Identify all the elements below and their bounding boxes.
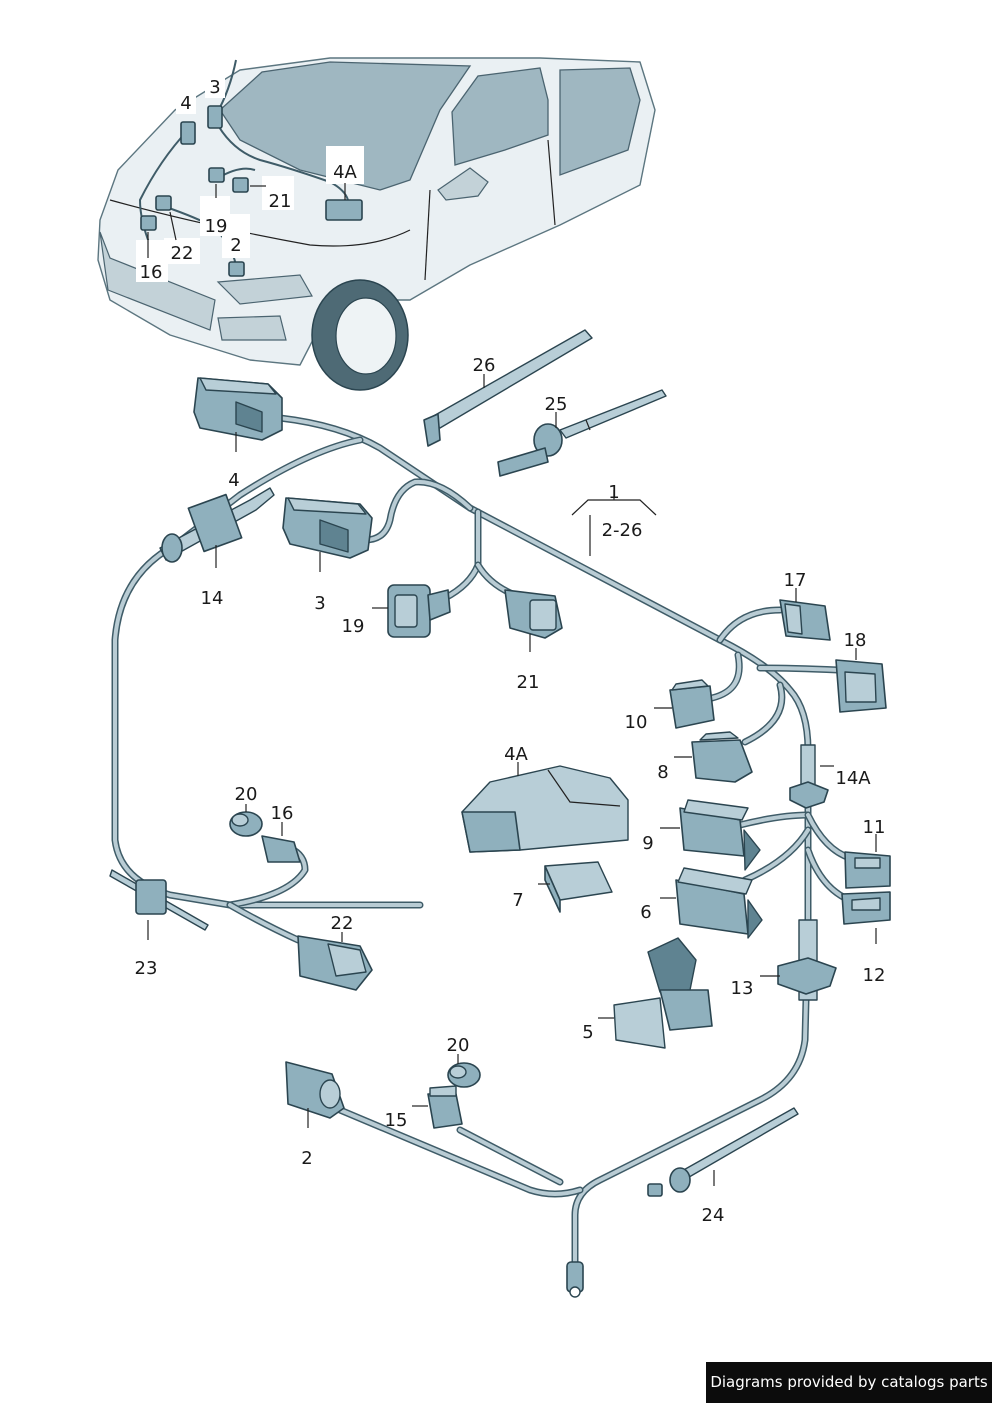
clip-25-icon: [497, 389, 667, 477]
connector-3-icon: [282, 497, 373, 559]
relay-block-6-icon: [675, 867, 763, 939]
label-26: 26: [473, 355, 496, 376]
car-part-4A-icon: [325, 199, 363, 221]
label-21: 21: [517, 672, 540, 693]
relay-12-icon: [841, 891, 891, 925]
label-15: 15: [385, 1110, 408, 1131]
grommet-13-icon: [777, 919, 837, 1001]
label-20-lower: 20: [447, 1035, 470, 1056]
connector-4-icon: [193, 377, 283, 441]
label-23: 23: [135, 958, 158, 979]
relay-18-icon: [835, 659, 887, 713]
car-part-21-icon: [232, 177, 249, 193]
part-callouts: 26 25 1 2-26 4 14 3 19 21 17 18 10 8 14A…: [135, 355, 886, 1226]
connector-15-icon: [427, 1085, 463, 1129]
connector-19-icon: [387, 584, 451, 638]
label-9: 9: [642, 833, 653, 854]
connector-22-icon: [297, 935, 373, 991]
label-6: 6: [640, 902, 651, 923]
label-24: 24: [702, 1205, 725, 1226]
car-label-4: 4: [180, 93, 191, 114]
label-10: 10: [625, 712, 648, 733]
label-22: 22: [331, 913, 354, 934]
relay-10-icon: [669, 679, 715, 729]
car-label-3: 3: [209, 77, 220, 98]
leader-lines: [147, 374, 877, 1186]
car-part-2-icon: [228, 261, 245, 277]
label-14A: 14A: [835, 768, 871, 789]
car-label-4A: 4A: [333, 162, 357, 183]
car-part-4-icon: [180, 121, 196, 145]
control-unit-4A-icon: [461, 765, 629, 853]
car-label-19: 19: [205, 216, 228, 237]
car-label-22: 22: [171, 243, 194, 264]
grommet-14-icon: [159, 487, 275, 563]
relay-11-icon: [844, 851, 891, 889]
ground-terminal-icon: [566, 1261, 584, 1298]
label-11: 11: [863, 817, 886, 838]
label-12: 12: [863, 965, 886, 986]
connector-21-icon: [504, 589, 563, 639]
harness-wires: [111, 414, 854, 1269]
label-8: 8: [657, 762, 668, 783]
bracket-23-icon: [109, 869, 209, 931]
car-part-3-icon: [207, 105, 223, 129]
label-13: 13: [731, 978, 754, 999]
label-25: 25: [545, 394, 568, 415]
cable-strip-26-icon: [423, 329, 593, 447]
car-part-16-icon: [140, 215, 157, 231]
car-label-16: 16: [140, 262, 163, 283]
connector-20-lower-icon: [447, 1062, 481, 1088]
car-label-2: 2: [230, 235, 241, 256]
label-2: 2: [301, 1148, 312, 1169]
cable-tie-24-icon: [647, 1107, 799, 1197]
label-2-26: 2-26: [602, 520, 643, 541]
connector-2-icon: [285, 1061, 345, 1119]
label-4A: 4A: [504, 744, 528, 765]
label-17: 17: [784, 570, 807, 591]
label-3: 3: [314, 593, 325, 614]
relay-8-icon: [691, 731, 753, 783]
label-20-upper: 20: [235, 784, 258, 805]
label-7: 7: [512, 890, 523, 911]
connector-16-icon: [261, 835, 301, 863]
footer-credit: Diagrams provided by catalogs parts: [706, 1362, 992, 1403]
relay-block-9-icon: [679, 799, 761, 871]
holder-5-icon: [613, 937, 713, 1049]
label-16: 16: [271, 803, 294, 824]
label-4: 4: [228, 470, 239, 491]
car-callouts: 4 3 4A 21 19 2 22 16: [136, 76, 364, 283]
label-18: 18: [844, 630, 867, 651]
label-19: 19: [342, 616, 365, 637]
grommet-14A-icon: [789, 744, 829, 809]
connector-20-upper-icon: [229, 811, 263, 837]
fuse-carrier-7-icon: [544, 861, 613, 913]
car-label-21: 21: [269, 191, 292, 212]
vehicle-illustration: [97, 57, 656, 391]
label-1: 1: [608, 482, 619, 503]
label-14: 14: [201, 588, 224, 609]
relay-17-icon: [779, 599, 831, 641]
car-part-22-icon: [155, 195, 172, 211]
car-part-19-icon: [208, 167, 225, 183]
label-5: 5: [582, 1022, 593, 1043]
